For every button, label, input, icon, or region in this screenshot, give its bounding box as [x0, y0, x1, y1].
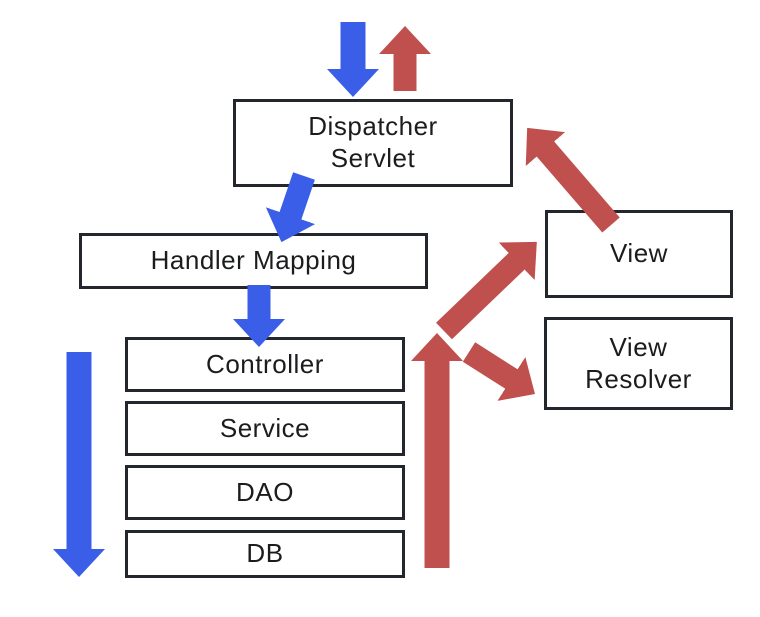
controller-to-view-arrow — [436, 241, 537, 340]
service-label: Service — [219, 412, 311, 443]
db-box: DB — [125, 530, 405, 578]
dispatcher-servlet-box: Dispatcher Servlet — [233, 99, 513, 187]
dispatcher-servlet-label-line1: Dispatcher — [308, 111, 438, 142]
view-resolver-box: View Resolver — [544, 317, 733, 410]
controller-label: Controller — [206, 348, 324, 379]
db-label: DB — [246, 538, 284, 569]
dispatcher-servlet-label-line2: Servlet — [330, 143, 416, 173]
view-resolver-label-line1: View — [609, 331, 668, 362]
view-box: View — [545, 210, 733, 298]
view-label: View — [610, 238, 668, 269]
dao-box: DAO — [125, 465, 405, 520]
service-box: Service — [125, 401, 405, 456]
dao-label: DAO — [236, 476, 294, 507]
handler-mapping-box: Handler Mapping — [79, 233, 428, 289]
handler-mapping-label: Handler Mapping — [150, 245, 357, 276]
view-resolver-label-line2: Resolver — [585, 363, 692, 394]
controller-box: Controller — [125, 337, 405, 392]
controller-to-view-resolver-arrow — [462, 342, 535, 401]
